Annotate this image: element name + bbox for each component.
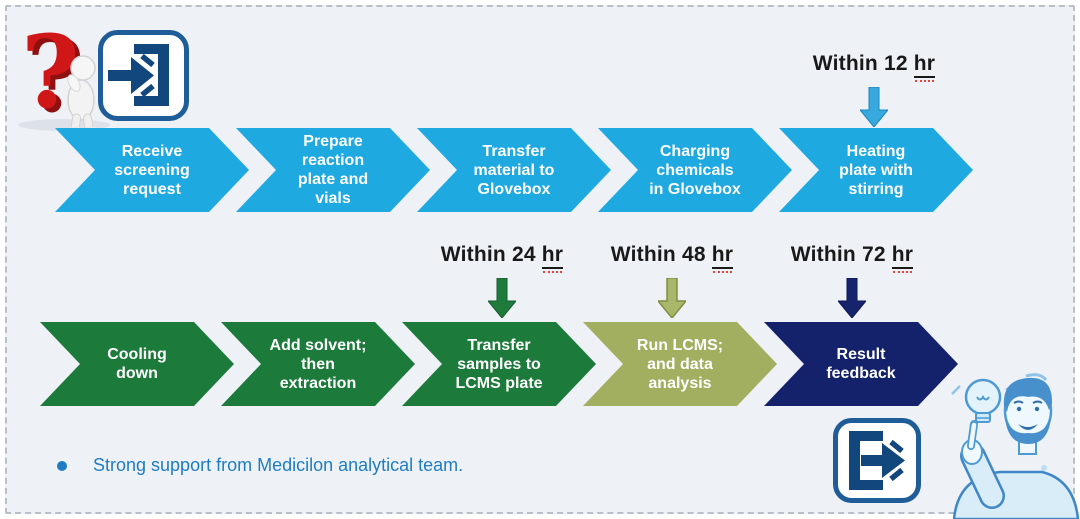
step-label: Add solvent; then extraction <box>269 336 367 392</box>
annotation-within-12hr: Within 12 hr <box>754 52 994 83</box>
bullet-icon <box>57 460 67 471</box>
step-label: Prepare reaction plate and vials <box>297 133 369 207</box>
step-run-lcms-analysis: Run LCMS; and data analysis <box>583 322 777 406</box>
support-note-line: Strong support from Medicilon analytical… <box>57 455 463 476</box>
step-cooling-down: Cooling down <box>40 322 234 406</box>
step-label: Charging chemicals in Glovebox <box>649 142 741 198</box>
annotation-text: Within 12 <box>812 52 914 75</box>
step-label: Transfer samples to LCMS plate <box>455 336 543 392</box>
annotation-unit: hr <box>541 243 564 274</box>
annotation-unit: hr <box>711 243 734 274</box>
down-arrow-12hr-icon <box>860 87 888 127</box>
step-transfer-material-glovebox: Transfer material to Glovebox <box>417 128 611 212</box>
annotation-unit: hr <box>891 243 914 274</box>
enter-icon <box>98 30 189 121</box>
step-heating-plate: Heating plate with stirring <box>779 128 973 212</box>
step-label: Result feedback <box>826 346 896 382</box>
step-receive-screening-request: Receive screening request <box>55 128 249 212</box>
question-mark-figure-icon: ? ? <box>18 14 110 132</box>
annotation-within-48hr: Within 48 hr <box>552 243 792 274</box>
down-arrow-48hr-icon <box>658 278 686 318</box>
step-label: Cooling down <box>107 346 167 382</box>
support-note: Strong support from Medicilon analytical… <box>93 455 464 475</box>
step-prepare-reaction-plate: Prepare reaction plate and vials <box>236 128 430 212</box>
step-label: Receive screening request <box>114 142 190 198</box>
annotation-within-24hr: Within 24 hr <box>382 243 622 274</box>
process-row-1: Receive screening request Prepare reacti… <box>55 128 973 212</box>
annotation-unit: hr <box>913 52 936 83</box>
annotation-text: Within 72 <box>790 243 892 266</box>
annotation-within-72hr: Within 72 hr <box>732 243 972 274</box>
step-label: Transfer material to Glovebox <box>473 142 555 198</box>
down-arrow-72hr-icon <box>838 278 866 318</box>
step-charging-chemicals: Charging chemicals in Glovebox <box>598 128 792 212</box>
step-label: Run LCMS; and data analysis <box>636 336 724 392</box>
step-add-solvent-extraction: Add solvent; then extraction <box>221 322 415 406</box>
down-arrow-24hr-icon <box>488 278 516 318</box>
process-row-2: Cooling down Add solvent; then extractio… <box>40 322 958 406</box>
step-result-feedback: Result feedback <box>764 322 958 406</box>
exit-icon <box>833 418 921 503</box>
step-label: Heating plate with stirring <box>839 142 913 198</box>
annotation-text: Within 48 <box>610 243 712 266</box>
annotation-text: Within 24 <box>440 243 542 266</box>
step-transfer-samples-lcms: Transfer samples to LCMS plate <box>402 322 596 406</box>
idea-person-illustration <box>951 373 1080 519</box>
